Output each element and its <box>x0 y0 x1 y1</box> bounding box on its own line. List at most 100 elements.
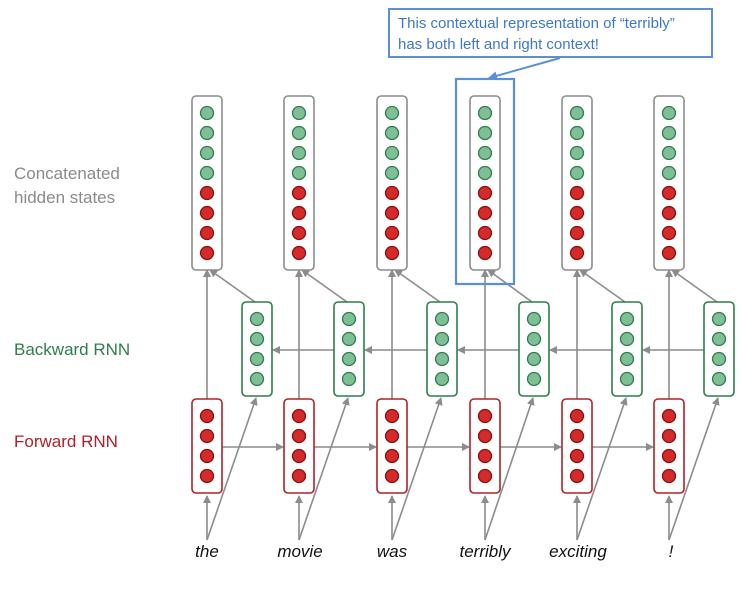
backward-state-2-unit-1 <box>434 331 450 347</box>
forward-state-4-unit-3 <box>569 468 585 484</box>
forward-state-0-unit-3 <box>199 468 215 484</box>
backward-state-5-unit-3 <box>711 371 727 387</box>
backward-to-concat-arrow-2 <box>394 269 441 303</box>
concat-state-0-unit-4 <box>199 185 215 201</box>
concat-state-5-unit-0 <box>661 105 677 121</box>
forward-state-4-unit-1 <box>569 428 585 444</box>
forward-state-3 <box>469 398 501 494</box>
concat-state-5 <box>653 95 685 271</box>
concat-state-0-unit-5 <box>199 205 215 221</box>
concat-state-0-unit-2 <box>199 145 215 161</box>
backward-to-concat-arrow-5 <box>671 269 718 303</box>
word-movie: movie <box>277 542 323 561</box>
forward-state-2-unit-3 <box>384 468 400 484</box>
concat-state-4-unit-7 <box>569 245 585 261</box>
concat-state-5-unit-6 <box>661 225 677 241</box>
forward-rnn-label: Forward RNN <box>14 432 118 451</box>
forward-state-1-unit-0 <box>291 408 307 424</box>
forward-state-1 <box>283 398 315 494</box>
arrows-layer <box>203 269 720 541</box>
concat-state-2-unit-3 <box>384 165 400 181</box>
highlight-box <box>454 77 516 286</box>
word-to-backward-arrow-3 <box>484 397 535 541</box>
backward-rnn-label: Backward RNN <box>14 340 131 359</box>
concat-state-2-unit-7 <box>384 245 400 261</box>
forward-state-3-unit-1 <box>477 428 493 444</box>
backward-state-4 <box>611 301 643 397</box>
backward-to-concat-arrow-3 <box>487 269 533 303</box>
concat-state-1-unit-0 <box>291 105 307 121</box>
backward-state-4-box <box>611 301 643 397</box>
concat-state-4-unit-2 <box>569 145 585 161</box>
concat-state-4-unit-0 <box>569 105 585 121</box>
highlight-layer <box>454 57 561 286</box>
forward-state-3-unit-3 <box>477 468 493 484</box>
backward-state-0-unit-2 <box>249 351 265 367</box>
concat-state-0 <box>191 95 223 271</box>
backward-state-3-unit-2 <box>526 351 542 367</box>
backward-state-2-box <box>426 301 458 397</box>
backward-state-3-unit-3 <box>526 371 542 387</box>
backward-state-2-unit-3 <box>434 371 450 387</box>
backward-state-2 <box>426 301 458 397</box>
callout-arrow <box>488 57 561 81</box>
forward-state-3-unit-2 <box>477 448 493 464</box>
backward-to-concat-arrow-4 <box>579 269 626 303</box>
concat-state-3-unit-6 <box>477 225 493 241</box>
concat-state-0-unit-6 <box>199 225 215 241</box>
forward-state-1-unit-3 <box>291 468 307 484</box>
concat-state-3-unit-1 <box>477 125 493 141</box>
forward-state-2-unit-0 <box>384 408 400 424</box>
backward-state-4-unit-1 <box>619 331 635 347</box>
forward-state-5 <box>653 398 685 494</box>
forward-state-0-unit-2 <box>199 448 215 464</box>
backward-state-1 <box>333 301 365 397</box>
backward-state-5 <box>703 301 735 397</box>
forward-state-1-unit-1 <box>291 428 307 444</box>
callout-line1: This contextual representation of “terri… <box>398 15 675 32</box>
backward-state-5-unit-1 <box>711 331 727 347</box>
concat-state-2-unit-6 <box>384 225 400 241</box>
forward-state-5-unit-3 <box>661 468 677 484</box>
concat-state-0-unit-0 <box>199 105 215 121</box>
forward-state-0-unit-0 <box>199 408 215 424</box>
concat-state-1-unit-7 <box>291 245 307 261</box>
word-to-backward-arrow-2 <box>391 397 443 541</box>
forward-state-2-unit-2 <box>384 448 400 464</box>
forward-state-5-box <box>653 398 685 494</box>
concat-state-3-unit-5 <box>477 205 493 221</box>
backward-state-5-unit-2 <box>711 351 727 367</box>
concat-state-5-unit-3 <box>661 165 677 181</box>
backward-state-4-unit-3 <box>619 371 635 387</box>
forward-state-1-unit-2 <box>291 448 307 464</box>
forward-state-0 <box>191 398 223 494</box>
forward-state-0-unit-1 <box>199 428 215 444</box>
concat-state-0-unit-3 <box>199 165 215 181</box>
concat-state-4-unit-6 <box>569 225 585 241</box>
forward-state-2 <box>376 398 408 494</box>
word-terribly: terribly <box>459 542 511 561</box>
concat-state-1-box <box>283 95 315 271</box>
concat-state-4-unit-4 <box>569 185 585 201</box>
backward-state-2-unit-2 <box>434 351 450 367</box>
concat-state-3-box <box>469 95 501 271</box>
concat-state-5-unit-2 <box>661 145 677 161</box>
forward-state-2-unit-1 <box>384 428 400 444</box>
concat-state-2-unit-5 <box>384 205 400 221</box>
concat-state-2-unit-1 <box>384 125 400 141</box>
concatenated-label-line2: hidden states <box>14 188 116 207</box>
concat-state-2-unit-2 <box>384 145 400 161</box>
concat-state-5-unit-5 <box>661 205 677 221</box>
concat-state-1-unit-4 <box>291 185 307 201</box>
concat-state-1 <box>283 95 315 271</box>
forward-state-4-unit-2 <box>569 448 585 464</box>
backward-state-0-box <box>241 301 273 397</box>
concat-state-2-unit-0 <box>384 105 400 121</box>
backward-state-2-unit-0 <box>434 311 450 327</box>
word-was: was <box>376 542 408 561</box>
concat-state-2-unit-4 <box>384 185 400 201</box>
concat-state-4-unit-5 <box>569 205 585 221</box>
concatenated-label-line1: Concatenated <box>14 164 120 183</box>
forward-state-2-box <box>376 398 408 494</box>
backward-state-1-unit-2 <box>341 351 357 367</box>
